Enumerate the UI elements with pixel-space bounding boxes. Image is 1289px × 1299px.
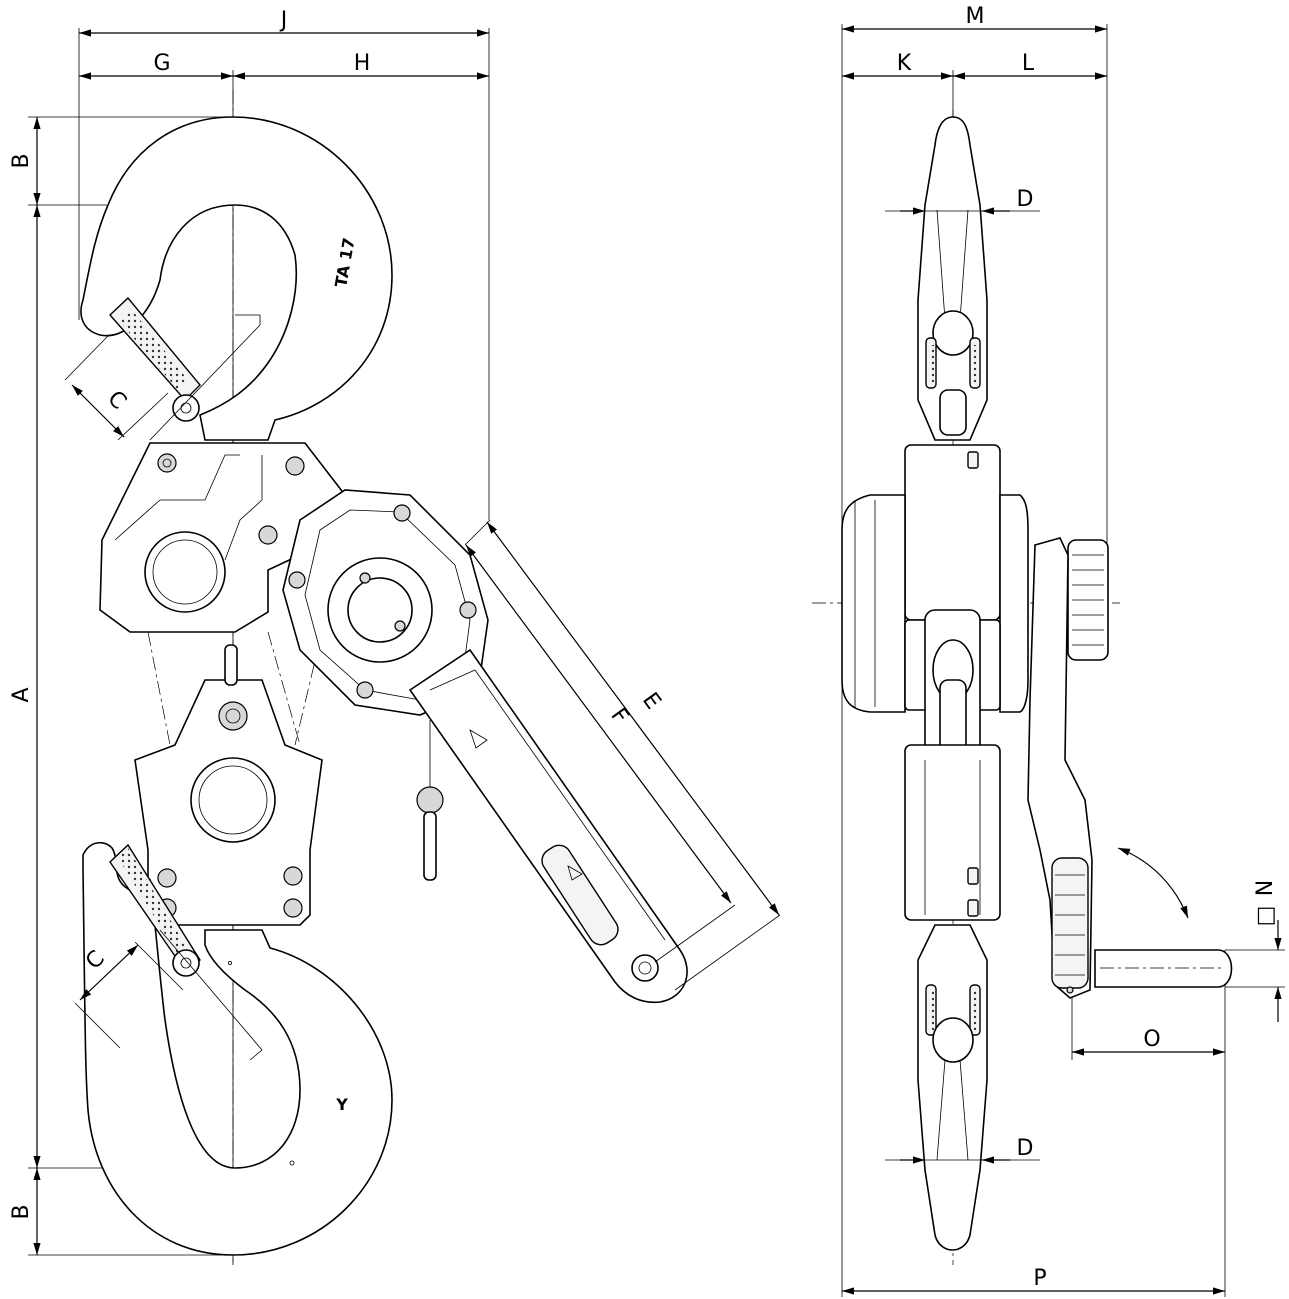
lever-handle [282, 489, 688, 1004]
dim-label-N: N [1253, 880, 1278, 896]
lever-arm-side [1027, 537, 1093, 999]
handle-bar [1094, 949, 1233, 988]
square-symbol: □ [1253, 906, 1278, 927]
dim-label-P: P [1033, 1266, 1046, 1291]
hook-marking-bottom: Y [335, 1095, 348, 1114]
dim-label-G: G [153, 51, 170, 76]
dim-label-J: J [279, 8, 288, 33]
dim-label-M: M [966, 4, 985, 29]
side-view: M K L D [812, 4, 1285, 1297]
upper-body-bore [144, 531, 226, 613]
front-view: J G H B A B TA 17 [9, 8, 781, 1265]
dim-label-K: K [897, 51, 912, 76]
bottom-hook: Y [82, 841, 393, 1256]
dim-label-L: L [1022, 51, 1035, 76]
top-hook: TA 17 [80, 116, 393, 441]
dim-label-F: F [605, 704, 633, 729]
dim-label-C-top: C [102, 386, 131, 415]
dim-label-N-group: N □ [1253, 880, 1278, 927]
lower-body-bore [190, 757, 276, 843]
top-latch-pivot [172, 394, 200, 422]
lever-knob-side [1067, 539, 1109, 661]
dim-label-O: O [1143, 1027, 1160, 1052]
dim-label-H: H [354, 51, 371, 76]
bottom-latch-pivot [172, 949, 200, 977]
lever-end-pivot [631, 954, 659, 982]
dim-label-A: A [9, 687, 34, 702]
top-hook-side [917, 116, 988, 441]
upper-body [99, 442, 346, 633]
dim-label-B-bottom: B [9, 1204, 34, 1219]
freewheel-knob [416, 720, 444, 881]
lower-body [134, 644, 323, 926]
dim-label-D-bottom: D [1017, 1136, 1034, 1161]
body-side [841, 444, 1029, 921]
dim-label-E: E [637, 688, 665, 714]
dim-label-B-top: B [9, 153, 34, 168]
bottom-hook-side [917, 924, 988, 1251]
dim-label-D-top: D [1017, 187, 1034, 212]
